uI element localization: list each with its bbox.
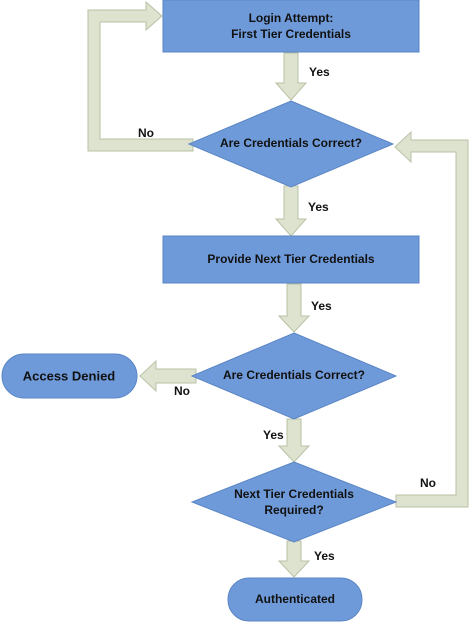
arrow-check-to-access-denied (139, 359, 197, 393)
arrow-check-to-next-required (277, 418, 311, 463)
edge-label-yes-login: Yes (309, 65, 330, 79)
edge-label-no-next-required: No (420, 476, 436, 490)
edge-label-no-check-2: No (174, 384, 190, 398)
edge-label-yes-provide: Yes (311, 299, 332, 313)
decision-credentials-correct-1-label: Are Credentials Correct? (220, 136, 362, 150)
edge-label-yes-next-required: Yes (314, 549, 335, 563)
arrow-login-to-check (274, 52, 308, 101)
edge-label-no-check-1: No (138, 126, 154, 140)
edge-label-yes-check-2: Yes (263, 428, 284, 442)
arrows (87, 0, 469, 578)
arrow-loop-no-to-check (394, 130, 469, 508)
access-denied-label: Access Denied (23, 368, 116, 383)
decision-next-tier-required (190, 461, 398, 543)
login-attempt-box (162, 0, 420, 53)
provide-next-tier-box (162, 235, 420, 284)
decision-next-tier-required-line2: Required? (264, 503, 323, 517)
decision-credentials-correct-2-label: Are Credentials Correct? (223, 368, 365, 382)
arrow-next-required-to-authenticated (277, 540, 311, 578)
edge-labels: Yes No Yes Yes No Yes No Yes (138, 65, 436, 563)
decision-credentials-correct-1 (187, 100, 395, 188)
nodes: Login Attempt: First Tier Credentials Ar… (1, 0, 420, 622)
provide-next-tier-label: Provide Next Tier Credentials (207, 252, 375, 266)
edge-label-yes-check-1: Yes (308, 200, 329, 214)
authenticated-label: Authenticated (255, 592, 335, 606)
arrow-provide-to-check (277, 283, 311, 333)
arrow-check-to-provide (274, 185, 308, 237)
arrow-loop-no-to-login (87, 0, 194, 152)
login-attempt-subtitle: First Tier Credentials (231, 27, 351, 41)
decision-next-tier-required-line1: Next Tier Credentials (234, 487, 354, 501)
login-attempt-title: Login Attempt: (249, 11, 334, 25)
access-denied-terminal (1, 353, 138, 399)
decision-credentials-correct-2 (190, 332, 398, 420)
authenticated-terminal (227, 577, 363, 622)
